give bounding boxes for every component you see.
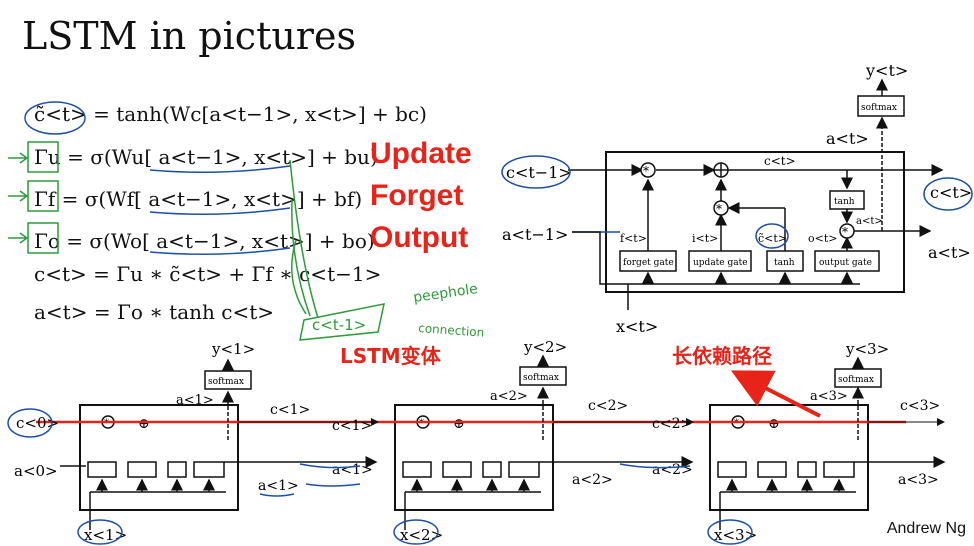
equation-output-gate: Γo = σ(Wo[ a<t−1>, x<t>] + bo) <box>34 229 375 253</box>
cell-o-t: o<t> <box>808 232 837 245</box>
svg-text:⊕: ⊕ <box>768 416 780 432</box>
unrolled-chain: * ⊕ * ⊕ * ⊕ <box>7 338 946 545</box>
chain-c2-out: c<2> <box>588 398 628 414</box>
chain-c1-in: c<1> <box>332 418 372 434</box>
slide-title: LSTM in pictures <box>22 14 356 58</box>
svg-text:*: * <box>716 202 722 216</box>
chain-c0: c<0> <box>16 414 59 432</box>
cell-tanh-box: tanh <box>834 197 855 207</box>
chain-a2-in: a<2> <box>652 462 693 478</box>
equation-update-gate: Γu = σ(Wu[ a<t−1>, x<t>] + bu) <box>34 145 378 169</box>
svg-text:*: * <box>734 418 739 429</box>
chain-a1-in: a<1> <box>332 462 373 478</box>
lstm-variant-label: LSTM变体 <box>340 344 441 368</box>
svg-text:*: * <box>104 418 109 429</box>
chain-a2-out: a<2> <box>572 472 613 488</box>
cell-a-prev: a<t−1> <box>502 225 568 244</box>
svg-text:*: * <box>643 164 649 178</box>
chain-a2-up: a<2> <box>490 389 528 404</box>
chain-c1-out: c<1> <box>270 402 310 418</box>
cell-y-t: y<t> <box>865 61 908 80</box>
chain-c2-in: c<2> <box>652 416 692 432</box>
peephole-term: c<t-1> <box>312 316 366 334</box>
cell-ctilde-t: c̃<t> <box>758 232 787 245</box>
svg-text:*: * <box>842 225 848 239</box>
chain-a1-out: a<1> <box>258 478 299 494</box>
chain-a0: a<0> <box>14 462 58 480</box>
chain-y3: y<3> <box>845 340 889 358</box>
cell-softmax: softmax <box>861 103 897 113</box>
chain-softmax-2: softmax <box>523 373 559 383</box>
equation-candidate-cell: c̃<t> = tanh(Wc[a<t−1>, x<t>] + bc) <box>34 102 427 126</box>
chain-y1: y<1> <box>211 340 255 358</box>
equation-cell-state: c<t> = Γu ∗ c̃<t> + Γf ∗ c<t−1> <box>34 262 382 286</box>
peephole-annotation: c<t-1> peephole connection <box>8 141 485 341</box>
chain-a1-up: a<1> <box>176 393 214 408</box>
cell-a-t-up: a<t> <box>826 129 869 148</box>
output-label: Output <box>370 221 469 254</box>
svg-text:*: * <box>419 418 424 429</box>
peephole-word: peephole <box>412 281 479 306</box>
cell-a-t-inner: a<t> <box>856 216 883 227</box>
connection-word: connection <box>418 321 485 340</box>
svg-text:⊕: ⊕ <box>453 416 465 432</box>
chain-c3-out: c<3> <box>900 398 940 414</box>
chain-y2: y<2> <box>523 338 567 356</box>
chain-softmax-1: softmax <box>208 377 244 387</box>
equation-forget-gate: Γf = σ(Wf[ a<t−1>, x<t>] + bf) <box>34 187 363 211</box>
equation-activation: a<t> = Γo ∗ tanh c<t> <box>34 300 275 324</box>
cell-c-t: c<t> <box>930 183 972 202</box>
gate-tanh: tanh <box>774 258 795 268</box>
long-path-arrow <box>730 370 821 418</box>
chain-a3-up: a<3> <box>810 389 848 404</box>
gate-update: update gate <box>693 258 748 268</box>
forget-label: Forget <box>370 179 464 212</box>
chain-softmax-3: softmax <box>838 375 874 385</box>
author-credit: Andrew Ng <box>886 520 966 537</box>
lstm-cell: * forget gate update gate tanh output ga… <box>501 61 973 336</box>
gate-output: output gate <box>819 258 872 268</box>
cell-i-t: i<t> <box>692 232 718 245</box>
cell-f-t: f<t> <box>620 232 647 245</box>
chain-a3-out: a<3> <box>898 472 939 488</box>
blue-annotations <box>24 101 291 255</box>
cell-c-t-inner: c<t> <box>764 154 796 168</box>
update-label: Update <box>370 137 472 170</box>
long-dependency-label: 长依赖路径 <box>672 344 772 368</box>
gate-forget: forget gate <box>623 258 674 268</box>
cell-c-prev: c<t−1> <box>506 163 572 182</box>
cell-x-t: x<t> <box>616 317 658 336</box>
svg-text:⊕: ⊕ <box>138 416 150 432</box>
cell-a-t: a<t> <box>928 243 971 262</box>
